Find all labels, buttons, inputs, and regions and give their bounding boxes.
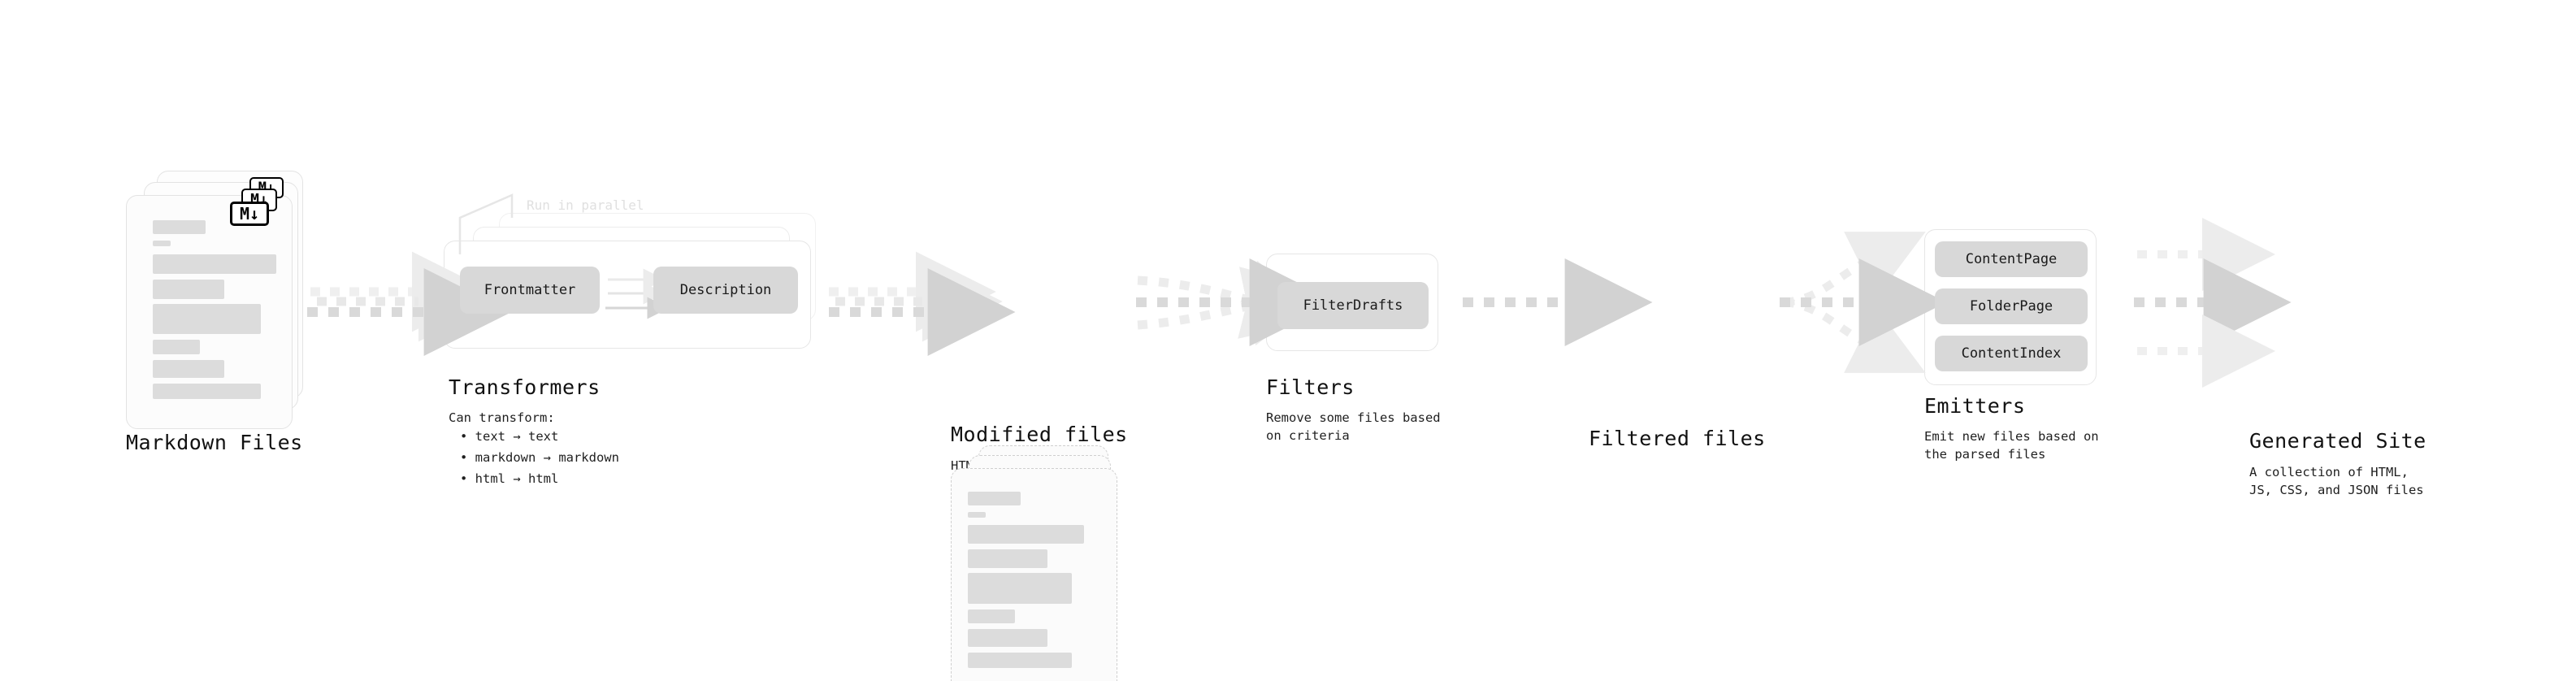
skeleton-line xyxy=(968,653,1072,668)
markdown-card-front xyxy=(126,195,293,429)
label-run-in-parallel: Run in parallel xyxy=(527,197,644,213)
generated-site-subtitle: A collection of HTML, JS, CSS, and JSON … xyxy=(2249,465,2424,498)
skeleton-sub xyxy=(968,512,986,518)
transformer-pill-description[interactable]: Description xyxy=(653,267,798,314)
label-markdown-files: Markdown Files xyxy=(126,431,303,454)
label-emitters: Emitters xyxy=(1924,394,2026,418)
skeleton-line xyxy=(968,549,1047,568)
skeleton-line xyxy=(968,573,1072,604)
stage-modified-files xyxy=(951,445,1138,681)
arrow-transformers-to-modified xyxy=(829,251,1016,356)
arrow-emitters-to-site xyxy=(2134,218,2292,388)
arrow-filtered-to-emitters xyxy=(1780,232,1947,373)
markdown-icon: M↓ xyxy=(230,202,269,226)
emitters-subtitle: Emit new files based on the parsed files xyxy=(1924,429,2099,462)
transformers-subtitle: Can transform: xyxy=(449,410,555,425)
skeleton-title xyxy=(968,492,1021,505)
skeleton-line xyxy=(153,360,224,378)
stage-markdown-files: M↓ M↓ M↓ xyxy=(126,171,321,439)
transformers-bullet-0: • text → text xyxy=(460,429,559,444)
arrow-markdown-to-transformers xyxy=(307,251,512,356)
skeleton-line xyxy=(968,609,1015,623)
modified-card-front xyxy=(951,468,1117,681)
skeleton-line xyxy=(968,525,1084,544)
skeleton-title xyxy=(153,220,206,234)
stage-transformers: Frontmatter Description Frontmatter Desc… xyxy=(444,213,826,351)
skeleton-sub xyxy=(153,241,171,246)
stage-emitters: ContentPage FolderPage ContentIndex xyxy=(1924,229,2119,392)
label-modified-files: Modified files xyxy=(951,423,1128,446)
skeleton-line xyxy=(153,280,224,299)
stage-filters: FilterDrafts xyxy=(1266,254,1445,355)
arrow-modified-to-filters xyxy=(1136,258,1338,346)
emitter-pill-folderpage[interactable]: FolderPage xyxy=(1935,288,2088,324)
label-transformers: Transformers xyxy=(449,375,601,399)
skeleton-line xyxy=(968,629,1047,647)
transformer-pill-frontmatter[interactable]: Frontmatter xyxy=(460,267,600,314)
filters-subtitle: Remove some files based on criteria xyxy=(1266,410,1441,444)
skeleton-line xyxy=(153,340,200,354)
skeleton-line xyxy=(153,304,261,334)
label-generated-site: Generated Site xyxy=(2249,429,2426,453)
label-filters: Filters xyxy=(1266,375,1355,399)
filter-pill-filterdrafts[interactable]: FilterDrafts xyxy=(1277,282,1429,329)
skeleton-line xyxy=(153,384,261,399)
transformers-bullet-2: • html → html xyxy=(460,471,559,486)
skeleton-line xyxy=(153,254,276,274)
emitter-pill-contentindex[interactable]: ContentIndex xyxy=(1935,336,2088,371)
transformers-bullet-1: • markdown → markdown xyxy=(460,450,619,465)
label-filtered-files: Filtered files xyxy=(1589,427,1766,450)
emitter-pill-contentpage[interactable]: ContentPage xyxy=(1935,241,2088,277)
